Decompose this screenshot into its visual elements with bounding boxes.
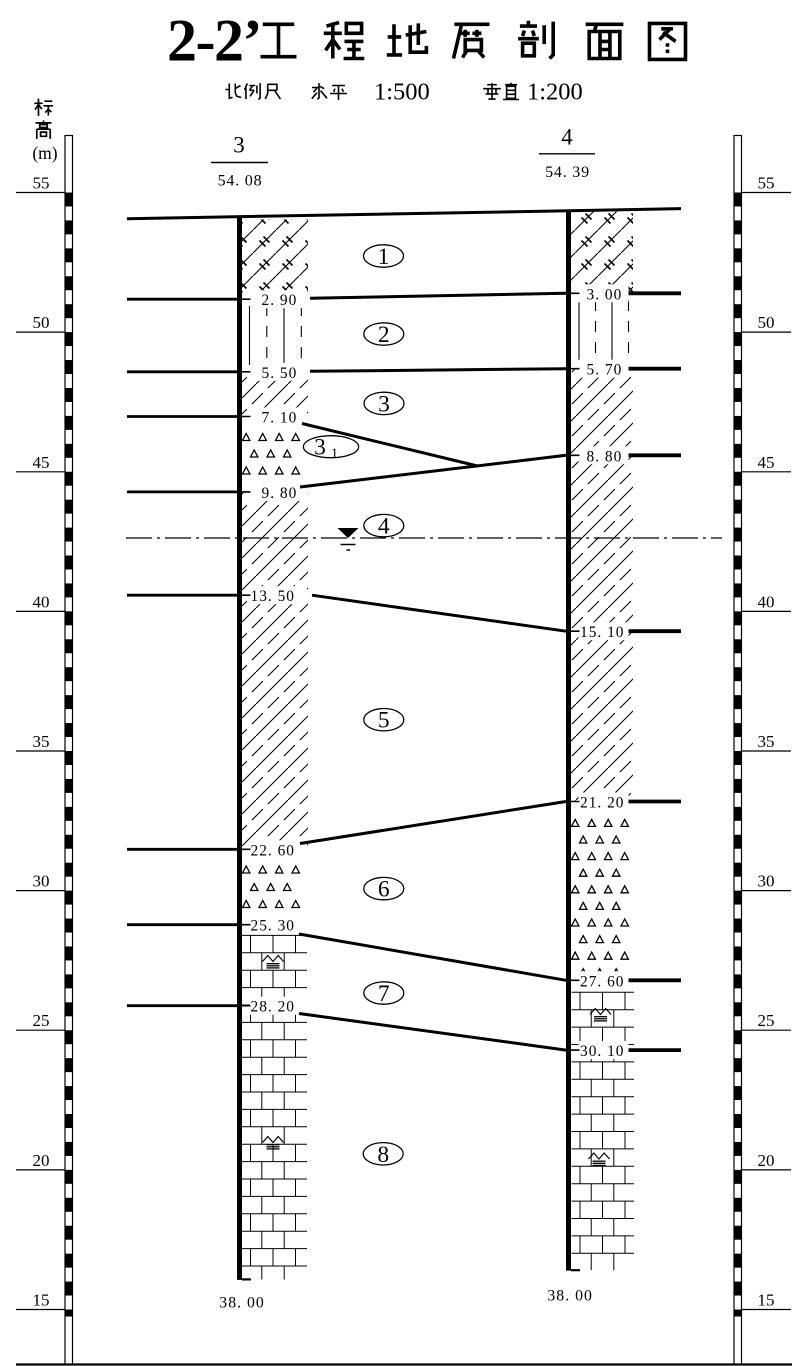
svg-text:21. 20: 21. 20 bbox=[580, 795, 624, 812]
svg-text:38. 00: 38. 00 bbox=[547, 1288, 593, 1305]
svg-text:25. 30: 25. 30 bbox=[251, 918, 295, 935]
svg-text:50: 50 bbox=[758, 313, 775, 332]
svg-text:35: 35 bbox=[33, 732, 50, 751]
svg-text:40: 40 bbox=[758, 592, 775, 611]
svg-text:55: 55 bbox=[758, 174, 775, 193]
svg-text:5. 50: 5. 50 bbox=[262, 365, 298, 382]
svg-text:5: 5 bbox=[378, 708, 390, 734]
svg-text:25: 25 bbox=[758, 1011, 775, 1030]
svg-text:2-2’: 2-2’ bbox=[167, 8, 261, 74]
svg-text:28. 20: 28. 20 bbox=[251, 999, 295, 1016]
svg-text:30. 10: 30. 10 bbox=[580, 1043, 624, 1060]
svg-text:25: 25 bbox=[33, 1011, 50, 1030]
svg-text:1: 1 bbox=[378, 244, 390, 270]
svg-text:7. 10: 7. 10 bbox=[262, 410, 298, 427]
svg-text:1:200: 1:200 bbox=[527, 79, 583, 106]
svg-text:7: 7 bbox=[378, 981, 390, 1007]
svg-text:(m): (m) bbox=[32, 143, 57, 163]
svg-text:3. 00: 3. 00 bbox=[587, 286, 623, 303]
svg-text:2. 90: 2. 90 bbox=[262, 292, 298, 309]
svg-text:15: 15 bbox=[758, 1291, 775, 1310]
svg-text:1:500: 1:500 bbox=[374, 79, 430, 106]
svg-text:55: 55 bbox=[33, 174, 50, 193]
svg-text:8: 8 bbox=[377, 1142, 389, 1168]
svg-text:45: 45 bbox=[758, 453, 775, 472]
svg-text:15: 15 bbox=[33, 1291, 50, 1310]
svg-text:27. 60: 27. 60 bbox=[580, 973, 624, 990]
svg-text:8. 80: 8. 80 bbox=[587, 448, 623, 465]
svg-text:15. 10: 15. 10 bbox=[580, 624, 624, 641]
svg-text:45: 45 bbox=[33, 453, 50, 472]
svg-text:9. 80: 9. 80 bbox=[262, 485, 298, 502]
svg-text:4: 4 bbox=[378, 514, 390, 540]
svg-text:6: 6 bbox=[378, 877, 390, 903]
svg-text:3: 3 bbox=[233, 133, 245, 158]
svg-text:22. 60: 22. 60 bbox=[251, 842, 295, 859]
svg-text:54. 08: 54. 08 bbox=[218, 173, 263, 190]
svg-text:38. 00: 38. 00 bbox=[219, 1295, 264, 1312]
svg-text:3: 3 bbox=[314, 435, 326, 461]
svg-text:2: 2 bbox=[378, 322, 390, 348]
svg-text:40: 40 bbox=[33, 592, 50, 611]
svg-text:20: 20 bbox=[33, 1151, 50, 1170]
svg-text:5. 70: 5. 70 bbox=[587, 362, 623, 379]
svg-text:30: 30 bbox=[758, 872, 775, 891]
svg-text:3: 3 bbox=[378, 391, 390, 417]
svg-text:13. 50: 13. 50 bbox=[251, 588, 295, 605]
svg-text:35: 35 bbox=[758, 732, 775, 751]
svg-text:1: 1 bbox=[331, 447, 338, 462]
svg-text:4: 4 bbox=[561, 125, 573, 150]
svg-text:30: 30 bbox=[33, 872, 50, 891]
svg-text:54. 39: 54. 39 bbox=[545, 164, 590, 181]
svg-text:20: 20 bbox=[758, 1151, 775, 1170]
svg-text:50: 50 bbox=[33, 313, 50, 332]
